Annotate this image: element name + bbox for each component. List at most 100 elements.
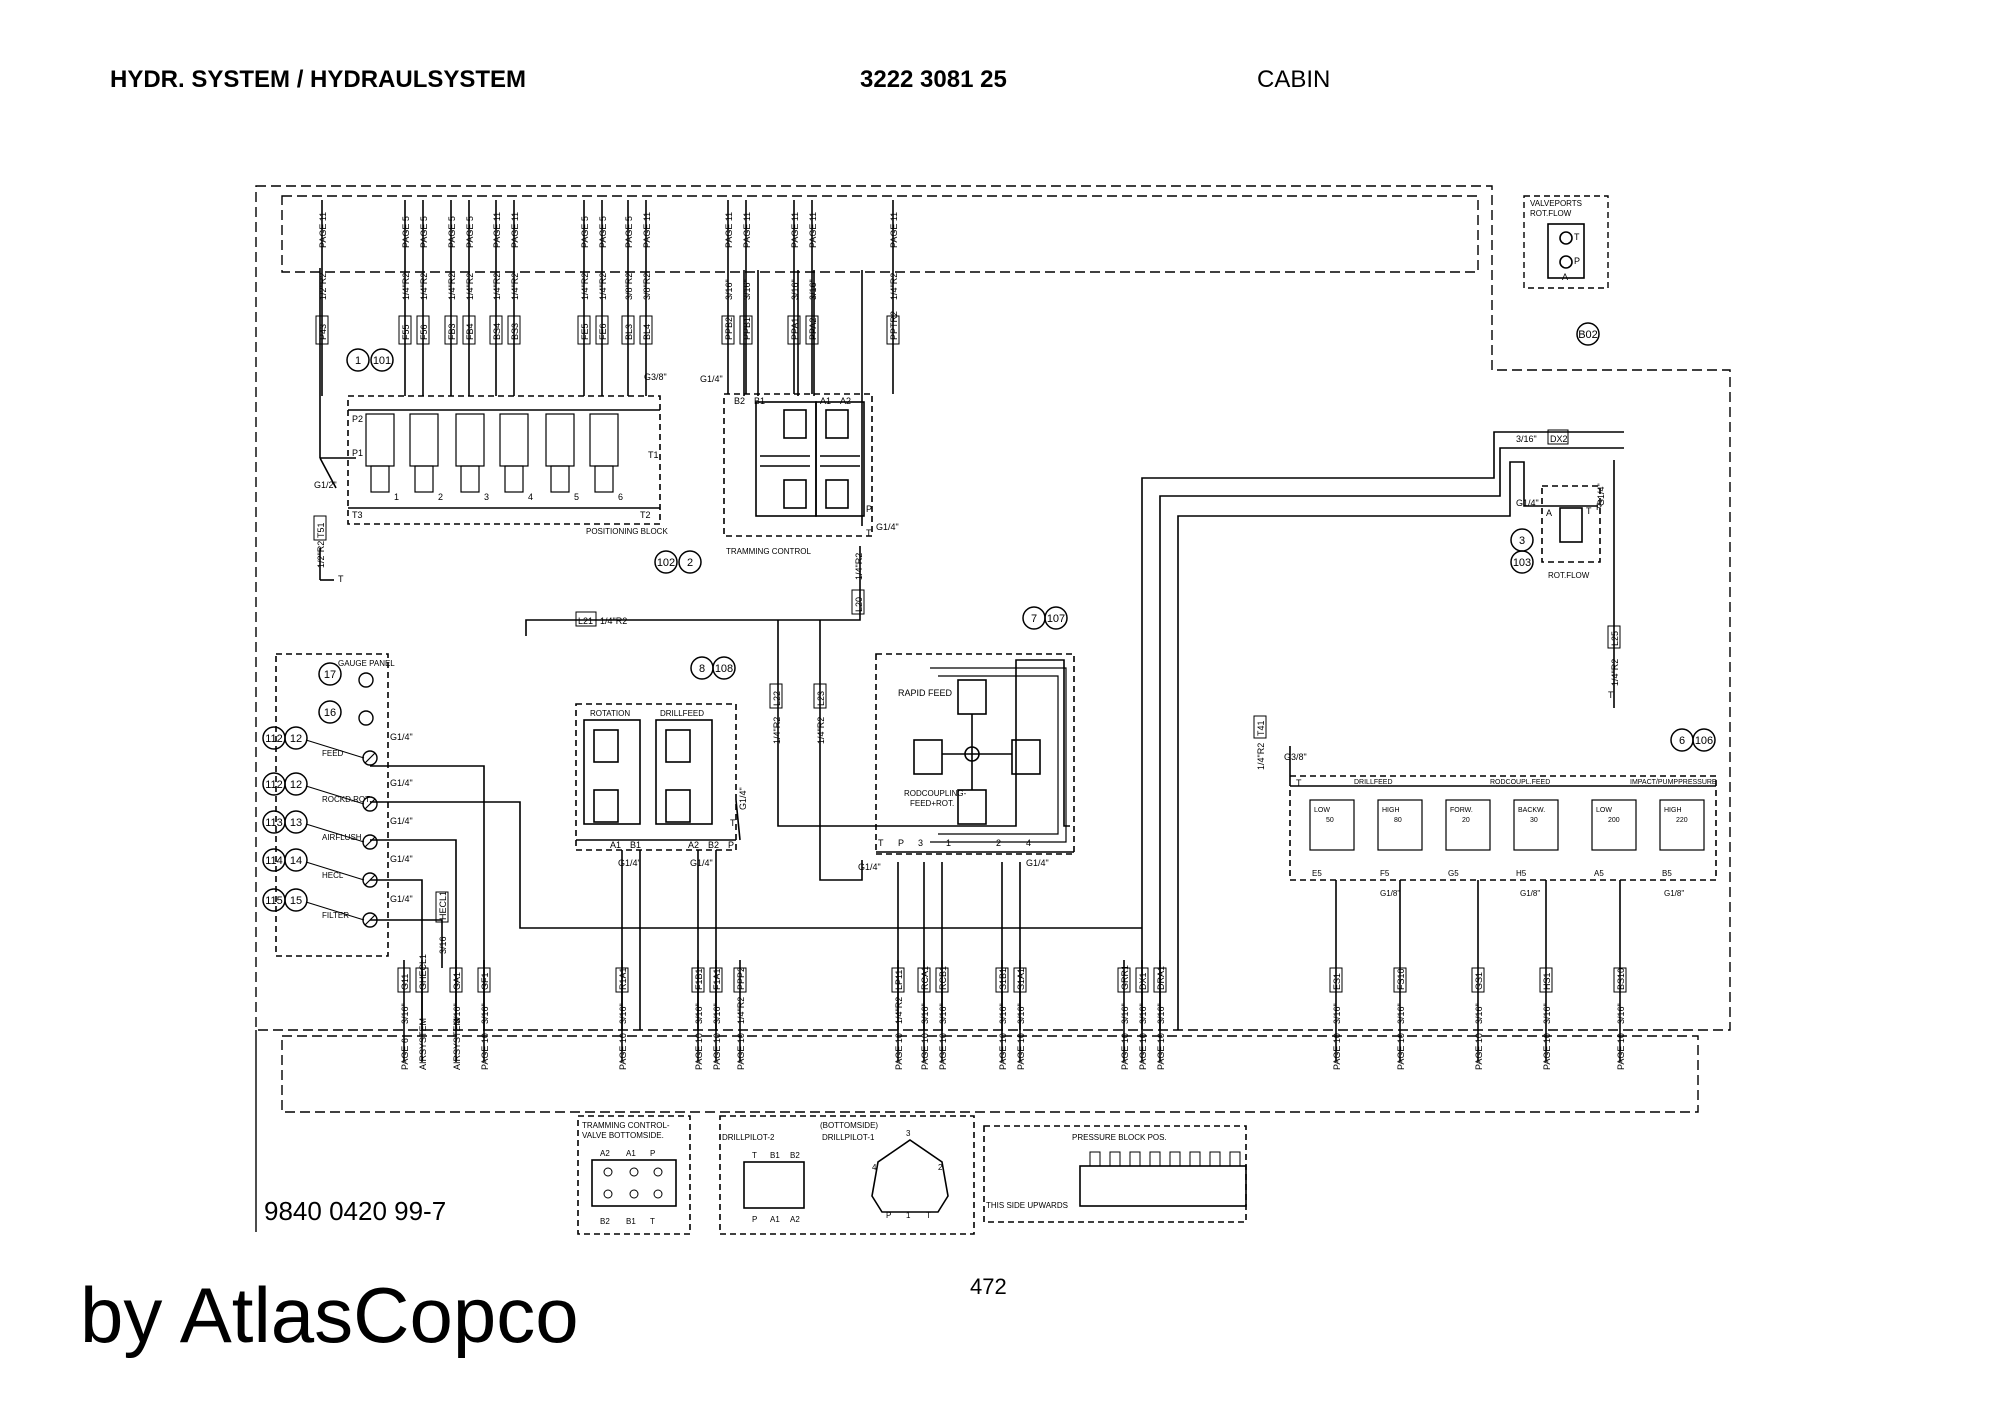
- bottom-port-page: PAGE 10: [1542, 1033, 1552, 1070]
- callout-3: 3: [1519, 535, 1525, 547]
- drill-valve-t: T: [730, 818, 736, 828]
- bottom-port-label: GF1: [480, 972, 490, 990]
- gauge-port-size: G1/4": [390, 778, 413, 788]
- gauge-callout-b-circle: [284, 810, 308, 834]
- top-port-label: F56: [419, 324, 429, 340]
- bottom-port-label: R1A1: [618, 967, 628, 990]
- page-number: 472: [970, 1274, 1007, 1299]
- pressure-group-rodcoupl: RODCOUPL.FEED: [1490, 779, 1550, 786]
- bottom-port-label-box: [691, 967, 705, 993]
- dx2-box: [1547, 429, 1569, 445]
- bottom-port-page: PAGE 10: [712, 1033, 722, 1070]
- bottom-port-label-box: [709, 967, 723, 993]
- callout-107-circle: [1044, 606, 1068, 630]
- l20-pipe: 1/4"R2: [854, 553, 864, 580]
- pressure-valve-value: 220: [1676, 817, 1688, 824]
- inset-pressure-title: PRESSURE BLOCK POS.: [1072, 1133, 1167, 1142]
- drawing-number: 3222 3081 25: [860, 66, 1007, 93]
- gauge-callout-a: 112: [265, 733, 283, 745]
- bottom-port-pipe: 3/16": [1474, 1003, 1484, 1024]
- gauge-callout-a: 112: [265, 779, 283, 791]
- bottom-port-label-box: [615, 967, 629, 993]
- pressure-valve: [1445, 799, 1491, 851]
- pressure-port-size-2: G1/8": [1520, 889, 1540, 898]
- inset-drillpilot-title: (BOTTOMSIDE): [820, 1121, 878, 1130]
- inset-pressure-valve: [1209, 1151, 1221, 1167]
- inset-drillpilot-pin: 3: [906, 1129, 911, 1138]
- gauge-needle: [364, 798, 376, 810]
- bottom-port-page: PAGE 10: [618, 1033, 628, 1070]
- inset-tramming-bottom-port: B2: [600, 1217, 610, 1226]
- top-port-pipe: 3/16": [790, 279, 800, 300]
- top-port-pipe: 3/16": [724, 279, 734, 300]
- gauge-callout-a: 115: [265, 895, 283, 907]
- callout-106-circle: [1692, 728, 1716, 752]
- inset-pressure-valve: [1149, 1151, 1161, 1167]
- top-port-label: F55: [401, 324, 411, 340]
- rapid-feed-port: P: [898, 838, 904, 848]
- bottom-port-pipe: 3/16": [998, 1003, 1008, 1024]
- callout-1: 1: [355, 355, 361, 367]
- callout-2-circle: [678, 550, 702, 574]
- top-port-pipe: 3/16": [808, 279, 818, 300]
- bottom-port-page: PAGE 10: [1474, 1033, 1484, 1070]
- bottom-port-page: PAGE 10: [1016, 1033, 1026, 1070]
- bottom-port-pipe: 3/16": [1616, 1003, 1626, 1024]
- l21-label: L21: [578, 616, 593, 626]
- valve-section: [589, 413, 619, 467]
- top-port-pipe: 1/4"R2: [889, 273, 899, 300]
- gauge-callout-b: 12: [290, 779, 302, 791]
- bottom-port-page: PAGE 10: [1332, 1033, 1342, 1070]
- inset-drillpilot-right: DRILLPILOT-1: [822, 1133, 875, 1142]
- gauge-callout-b-circle: [284, 726, 308, 750]
- gauge-leader: [305, 739, 365, 759]
- inset-tramming-top-port: P: [650, 1149, 655, 1158]
- bottom-port-label: FS10: [1396, 968, 1406, 990]
- inset-tramming-hole: [653, 1189, 663, 1199]
- bottom-port-label-box: [995, 967, 1009, 993]
- rapid-feed-port: 3: [918, 838, 923, 848]
- b02-callout: B02: [1578, 329, 1598, 341]
- pressure-port: E5: [1312, 869, 1322, 878]
- bottom-port-label: S1A1: [1016, 968, 1026, 990]
- gauge-callout-b: 13: [290, 817, 302, 829]
- inset-pressure-valve: [1089, 1151, 1101, 1167]
- bottom-port-pipe: 1/4"R2: [894, 997, 904, 1024]
- bottom-port-page: PAGE 10: [694, 1033, 704, 1070]
- bottom-port-label-box: [397, 967, 411, 993]
- top-port-pipe: 3/16": [742, 279, 752, 300]
- bottom-port-pipe: 3/16": [618, 1003, 628, 1024]
- gauge-port-size: G1/4": [390, 854, 413, 864]
- bottom-port-pipe: 3/16": [694, 1003, 704, 1024]
- top-port-pipe: 1/4"R2: [465, 273, 475, 300]
- gauge-port-size: G1/4": [390, 816, 413, 826]
- bottom-port-pipe: 3/16": [452, 1003, 462, 1024]
- bottom-port-label: GA1: [452, 972, 462, 990]
- bottom-port-label: S1B1: [998, 968, 1008, 990]
- tramming-port-p: P: [866, 504, 872, 514]
- brand-label: by AtlasCopco: [80, 1271, 579, 1359]
- rot-flow-port-a: A: [1546, 508, 1552, 518]
- dx2-pipe: 3/16": [1516, 434, 1537, 444]
- top-port-page: PAGE 5: [401, 216, 411, 248]
- top-port-label: BL3: [624, 324, 634, 340]
- drill-valve-port-size-3: G1/4": [738, 787, 748, 810]
- drill-valve-port: B2: [708, 840, 719, 850]
- inset-tramming-title-1: TRAMMING CONTROL-: [582, 1121, 670, 1130]
- bottom-port-label-box: [733, 967, 747, 993]
- pressure-valve-label: FORW.: [1450, 807, 1473, 814]
- top-port-page: PAGE 5: [447, 216, 457, 248]
- inset-pressure-valve: [1189, 1151, 1201, 1167]
- gauge-callout-circle: [318, 662, 342, 686]
- valve-section: [409, 413, 439, 467]
- hecl1-label: HECL1: [438, 891, 448, 920]
- valve-spring: [504, 465, 524, 493]
- inset-drillpilot-top-port: B2: [790, 1151, 800, 1160]
- top-port-page: PAGE 5: [465, 216, 475, 248]
- gauge-label: HECL: [322, 871, 344, 880]
- top-port-label-box: [805, 315, 819, 345]
- pressure-port-size-1: G1/8": [1380, 889, 1400, 898]
- top-port-pipe: 1/4"R2: [401, 273, 411, 300]
- bottom-port-pipe: 3/16": [938, 1003, 948, 1024]
